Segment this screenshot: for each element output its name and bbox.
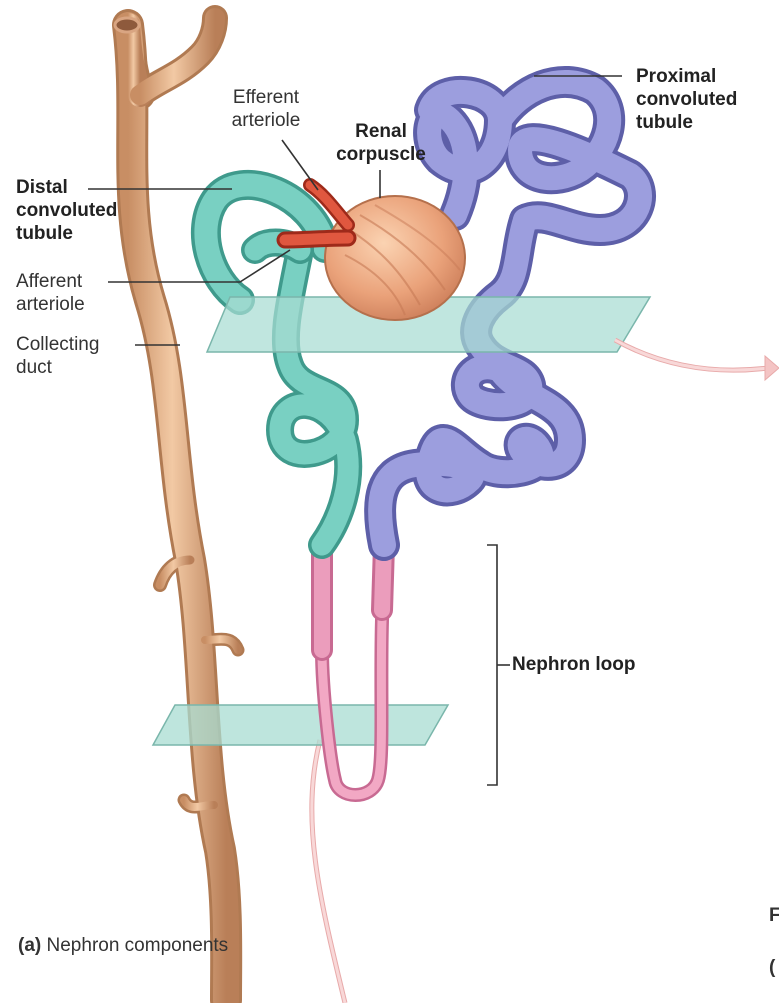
distal-label-line-1: Distal xyxy=(16,176,117,199)
cropped-edge-text-2: ( xyxy=(769,957,775,979)
figure-caption: (a) Nephron components xyxy=(18,935,228,957)
proximal-convoluted-tubule-label: Proximal convoluted tubule xyxy=(636,65,737,134)
afferent-label-line-1: Afferent xyxy=(16,270,85,293)
nephron-loop-label-text: Nephron loop xyxy=(512,654,635,675)
nephron-loop-label: Nephron loop xyxy=(512,653,635,676)
efferent-arteriole-label: Efferent arteriole xyxy=(208,86,324,132)
distal-label-line-3: tubule xyxy=(16,222,117,245)
collecting-duct-label: Collecting duct xyxy=(16,333,99,379)
nephron-loop-bracket xyxy=(487,545,497,785)
efferent-arteriole-label-line-2: arteriole xyxy=(208,109,324,132)
afferent-arteriole xyxy=(285,238,348,240)
collecting-label-line-1: Collecting xyxy=(16,333,99,356)
upper-section-pointer xyxy=(615,340,779,380)
lower-section-plane xyxy=(153,705,448,745)
nephron-loop xyxy=(322,545,384,795)
distal-label-line-2: convoluted xyxy=(16,199,117,222)
afferent-label-line-2: arteriole xyxy=(16,293,85,316)
renal-corpuscle-label: Renal corpuscle xyxy=(322,120,440,166)
efferent-arteriole-label-line-1: Efferent xyxy=(208,86,324,109)
afferent-arteriole-label: Afferent arteriole xyxy=(16,270,85,316)
proximal-label-line-3: tubule xyxy=(636,111,737,134)
proximal-label-line-1: Proximal xyxy=(636,65,737,88)
collecting-duct xyxy=(115,18,238,1000)
cropped-edge-text-1: F xyxy=(769,905,779,927)
distal-convoluted-tubule-label: Distal convoluted tubule xyxy=(16,176,117,245)
renal-corpuscle-label-line-2: corpuscle xyxy=(322,143,440,166)
figure-caption-letter: (a) xyxy=(18,935,41,956)
proximal-label-line-2: convoluted xyxy=(636,88,737,111)
collecting-label-line-2: duct xyxy=(16,356,99,379)
renal-corpuscle-label-line-1: Renal xyxy=(322,120,440,143)
figure-caption-text: Nephron components xyxy=(47,935,229,956)
